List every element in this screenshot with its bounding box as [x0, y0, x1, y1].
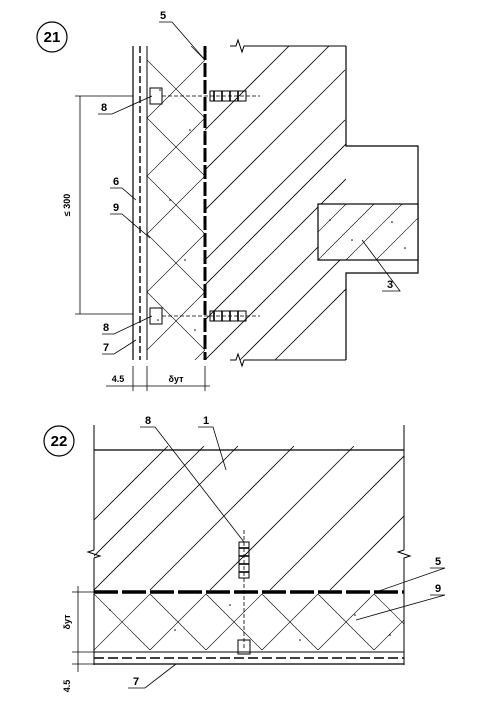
callout-8-top: 8 — [101, 102, 107, 114]
callout-3: 3 — [387, 279, 393, 291]
slab-section — [86, 425, 412, 665]
callout-7: 7 — [133, 676, 139, 688]
insulation-layer — [94, 594, 404, 653]
callout-6: 6 — [113, 176, 119, 188]
callout-8-bottom: 8 — [103, 322, 109, 334]
callout-7: 7 — [103, 342, 109, 354]
callout-9: 9 — [435, 583, 441, 595]
figure-number: 21 — [44, 29, 61, 46]
figure-number-circle — [43, 425, 75, 457]
figure-number: 22 — [51, 433, 68, 450]
callout-9: 9 — [113, 202, 119, 214]
break-marks — [230, 38, 346, 368]
dimension-bottom — [106, 366, 210, 391]
insulation-thickness: δут — [62, 614, 72, 630]
finish-thickness: 4.5 — [62, 680, 72, 693]
render-layer — [132, 46, 141, 360]
leaders-21 — [98, 21, 401, 355]
finish-thickness: 4.5 — [112, 374, 125, 384]
callout-1: 1 — [203, 415, 209, 427]
anchor-bottom — [149, 307, 260, 325]
figure-number-circle — [36, 21, 68, 53]
slab-element — [317, 203, 419, 261]
insulation-layer — [146, 46, 205, 360]
figure-21: 21 — [36, 10, 419, 391]
spacing-label: ≤ 300 — [62, 194, 72, 216]
insulation-thickness: δут — [169, 374, 185, 384]
callout-8: 8 — [145, 415, 151, 427]
dimension-left — [72, 586, 94, 672]
anchor-top — [149, 87, 260, 105]
leaders-22 — [128, 426, 446, 689]
dimension-spacing — [75, 95, 133, 315]
callout-5: 5 — [160, 10, 166, 22]
callout-5: 5 — [435, 556, 441, 568]
render-layer — [94, 657, 404, 665]
figure-22: 22 — [43, 415, 446, 693]
